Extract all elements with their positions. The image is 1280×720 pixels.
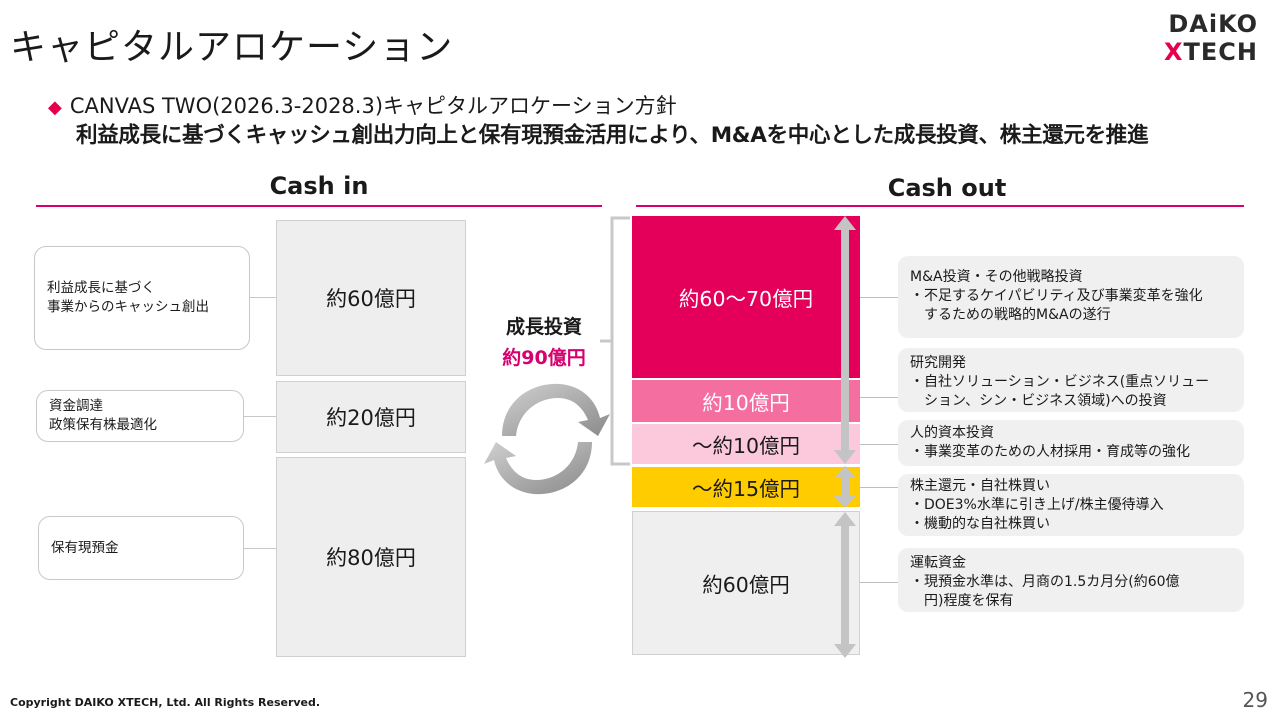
page-title: キャピタルアロケーション xyxy=(10,27,454,68)
description-connector xyxy=(860,487,898,488)
description-line: ・現預金水準は、月商の1.5カ月分(約60億 xyxy=(910,574,1180,590)
source-label: 保有現預金 xyxy=(51,539,119,556)
description-line: するための戦略的M&Aの遂行 xyxy=(924,307,1111,323)
description-line: ション、シン・ビジネス領域)への投資 xyxy=(924,393,1167,409)
cash-out-block-working-capital: 約60億円 xyxy=(632,511,860,655)
description-connector xyxy=(860,397,898,398)
description-shareholder-return: 株主還元・自社株買い ・DOE3%水準に引き上げ/株主優待導入 ・機動的な自社株… xyxy=(898,474,1244,536)
source-label: 政策保有株最適化 xyxy=(49,417,157,433)
logo-x: X xyxy=(1164,38,1184,66)
description-working-capital: 運転資金 ・現預金水準は、月商の1.5カ月分(約60億 円)程度を保有 xyxy=(898,548,1244,612)
page-number: 29 xyxy=(1242,688,1268,712)
source-box-operations: 利益成長に基づく 事業からのキャッシュ創出 xyxy=(34,246,250,350)
cash-in-heading: Cash in xyxy=(269,172,369,200)
source-box-financing: 資金調達 政策保有株最適化 xyxy=(36,390,244,442)
policy-bullet-text: CANVAS TWO(2026.3-2028.3)キャピタルアロケーション方針 xyxy=(69,94,677,118)
connector-line xyxy=(244,548,276,549)
cash-out-block-rnd: 約10億円 xyxy=(632,380,860,422)
growth-amount: 約90億円 xyxy=(502,347,586,369)
source-label: 利益成長に基づく xyxy=(47,280,155,296)
cycle-arrows-icon xyxy=(484,383,610,495)
description-title: 人的資本投資 xyxy=(910,425,994,441)
connector-line xyxy=(244,416,276,417)
growth-bracket xyxy=(600,216,630,466)
logo-line2: XTECH xyxy=(1148,38,1258,66)
connector-line xyxy=(250,297,276,298)
description-line: ・DOE3%水準に引き上げ/株主優待導入 xyxy=(910,497,1164,513)
description-connector xyxy=(860,582,898,583)
policy-bullet: ◆ CANVAS TWO(2026.3-2028.3)キャピタルアロケーション方針 xyxy=(48,90,677,120)
description-line: 円)程度を保有 xyxy=(924,593,1014,609)
logo-tech: TECH xyxy=(1183,38,1258,66)
source-box-cash-reserves: 保有現預金 xyxy=(38,516,244,580)
description-title: 運転資金 xyxy=(910,555,966,571)
cash-in-amount-operations: 約60億円 xyxy=(276,220,466,376)
description-title: 研究開発 xyxy=(910,355,966,371)
source-label: 事業からのキャッシュ創出 xyxy=(47,299,209,315)
source-label: 資金調達 xyxy=(49,398,103,414)
range-arrows-icon xyxy=(834,216,856,658)
description-title: M&A投資・その他戦略投資 xyxy=(910,269,1083,285)
description-line: ・自社ソリューション・ビジネス(重点ソリュー xyxy=(910,374,1210,390)
copyright: Copyright DAIKO XTECH, Ltd. All Rights R… xyxy=(10,696,321,709)
description-line: ・不足するケイパビリティ及び事業変革を強化 xyxy=(910,288,1203,304)
cash-in-amount-financing: 約20億円 xyxy=(276,381,466,453)
description-line: ・機動的な自社株買い xyxy=(910,516,1050,532)
description-line: ・事業変革のための人材採用・育成等の強化 xyxy=(910,444,1190,460)
cash-out-block-human-capital: ～約10億円 xyxy=(632,424,860,464)
growth-investment-label: 成長投資 約90億円 xyxy=(484,312,604,370)
cash-in-amount-reserves: 約80億円 xyxy=(276,457,466,657)
description-connector xyxy=(860,297,898,298)
cash-out-underline xyxy=(636,205,1244,207)
description-connector xyxy=(860,444,898,445)
description-rnd: 研究開発 ・自社ソリューション・ビジネス(重点ソリュー ション、シン・ビジネス領… xyxy=(898,348,1244,412)
growth-label: 成長投資 xyxy=(505,316,582,338)
description-title: 株主還元・自社株買い xyxy=(910,478,1050,494)
description-human-capital: 人的資本投資 ・事業変革のための人材採用・育成等の強化 xyxy=(898,420,1244,466)
logo-line1: DAiKO xyxy=(1168,10,1258,38)
policy-summary: 利益成長に基づくキャッシュ創出力向上と保有現預金活用により、M&Aを中心とした成… xyxy=(76,123,1149,148)
diamond-bullet-icon: ◆ xyxy=(48,97,62,118)
description-ma: M&A投資・その他戦略投資 ・不足するケイパビリティ及び事業変革を強化 するため… xyxy=(898,256,1244,338)
cash-out-block-shareholder-return: ～約15億円 xyxy=(632,467,860,507)
company-logo: DAiKO XTECH xyxy=(1148,10,1258,66)
cash-in-underline xyxy=(36,205,602,207)
cash-out-heading: Cash out xyxy=(887,174,1007,202)
cash-out-block-ma: 約60～70億円 xyxy=(632,216,860,378)
